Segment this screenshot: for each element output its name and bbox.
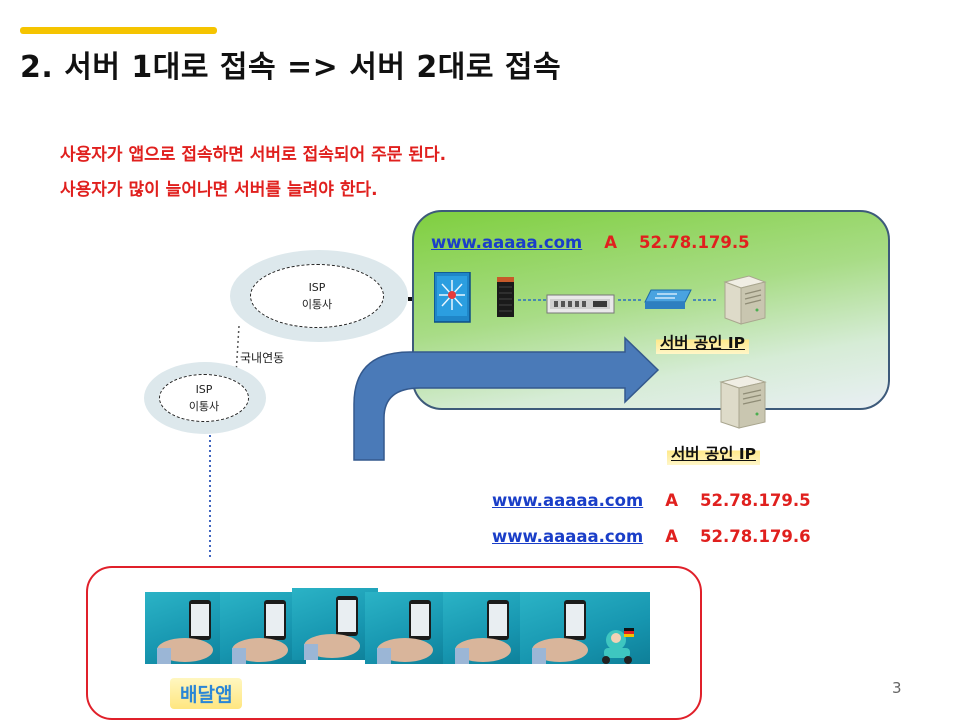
isp-bottom-cloud: ISP 이통사 [144,362,266,434]
phone-user-image [292,588,378,660]
router-icon [497,277,514,317]
delivery-app-label: 배달앱 [170,678,243,709]
server-2-public-ip-label: 서버 공인 IP [667,441,760,465]
isp-bottom-title: ISP [195,383,213,396]
server-icon [723,275,767,325]
phone-user-image [443,592,529,664]
isp-bottom-subtitle: 이통사 [188,400,220,413]
dns-record-1-type: A [665,491,678,510]
isp-top-title: ISP [308,281,326,294]
phone-user-image [145,592,231,664]
slide-title: 2. 서버 1대로 접속 => 서버 2대로 접속 [20,50,562,85]
dns-record-top: www.aaaaa.com A 52.78.179.5 [431,233,750,252]
dns-record-2-type: A [665,527,678,546]
dns-ip: 52.78.179.5 [638,233,750,252]
dns-record-2-ip: 52.78.179.6 [699,527,811,546]
dns-url[interactable]: www.aaaaa.com [431,233,583,252]
dns-record-2-url[interactable]: www.aaaaa.com [492,527,644,546]
description-line-1: 사용자가 앱으로 접속하면 서버로 접속되어 주문 된다. [60,145,447,165]
dns-record-1-ip: 52.78.179.5 [699,491,811,510]
dns-record-1: www.aaaaa.com A 52.78.179.5 [492,491,811,510]
phone-user-image [220,592,306,664]
isp-top-subtitle: 이통사 [301,298,333,311]
network-switch-icon [644,289,692,309]
page-number: 3 [892,679,902,697]
dns-record-2: www.aaaaa.com A 52.78.179.6 [492,527,811,546]
isp-link-line [235,325,240,375]
isp-top-cloud: ISP 이통사 [230,250,408,342]
title-accent-bar [20,27,217,34]
device-links [518,299,718,301]
server-2-icon [719,375,767,429]
phone-delivery-image [520,592,650,664]
dns-record-1-url[interactable]: www.aaaaa.com [492,491,644,510]
description-line-2: 사용자가 많이 늘어나면 서버를 늘려야 한다. [60,180,378,200]
phone-user-image [365,592,451,664]
domestic-link-label: 국내연동 [240,351,285,365]
firewall-icon [434,272,471,323]
server-public-ip-label: 서버 공인 IP [656,330,749,354]
scale-out-arrow [353,336,660,461]
switch-appliance-icon [546,294,615,314]
dns-type: A [604,233,617,252]
